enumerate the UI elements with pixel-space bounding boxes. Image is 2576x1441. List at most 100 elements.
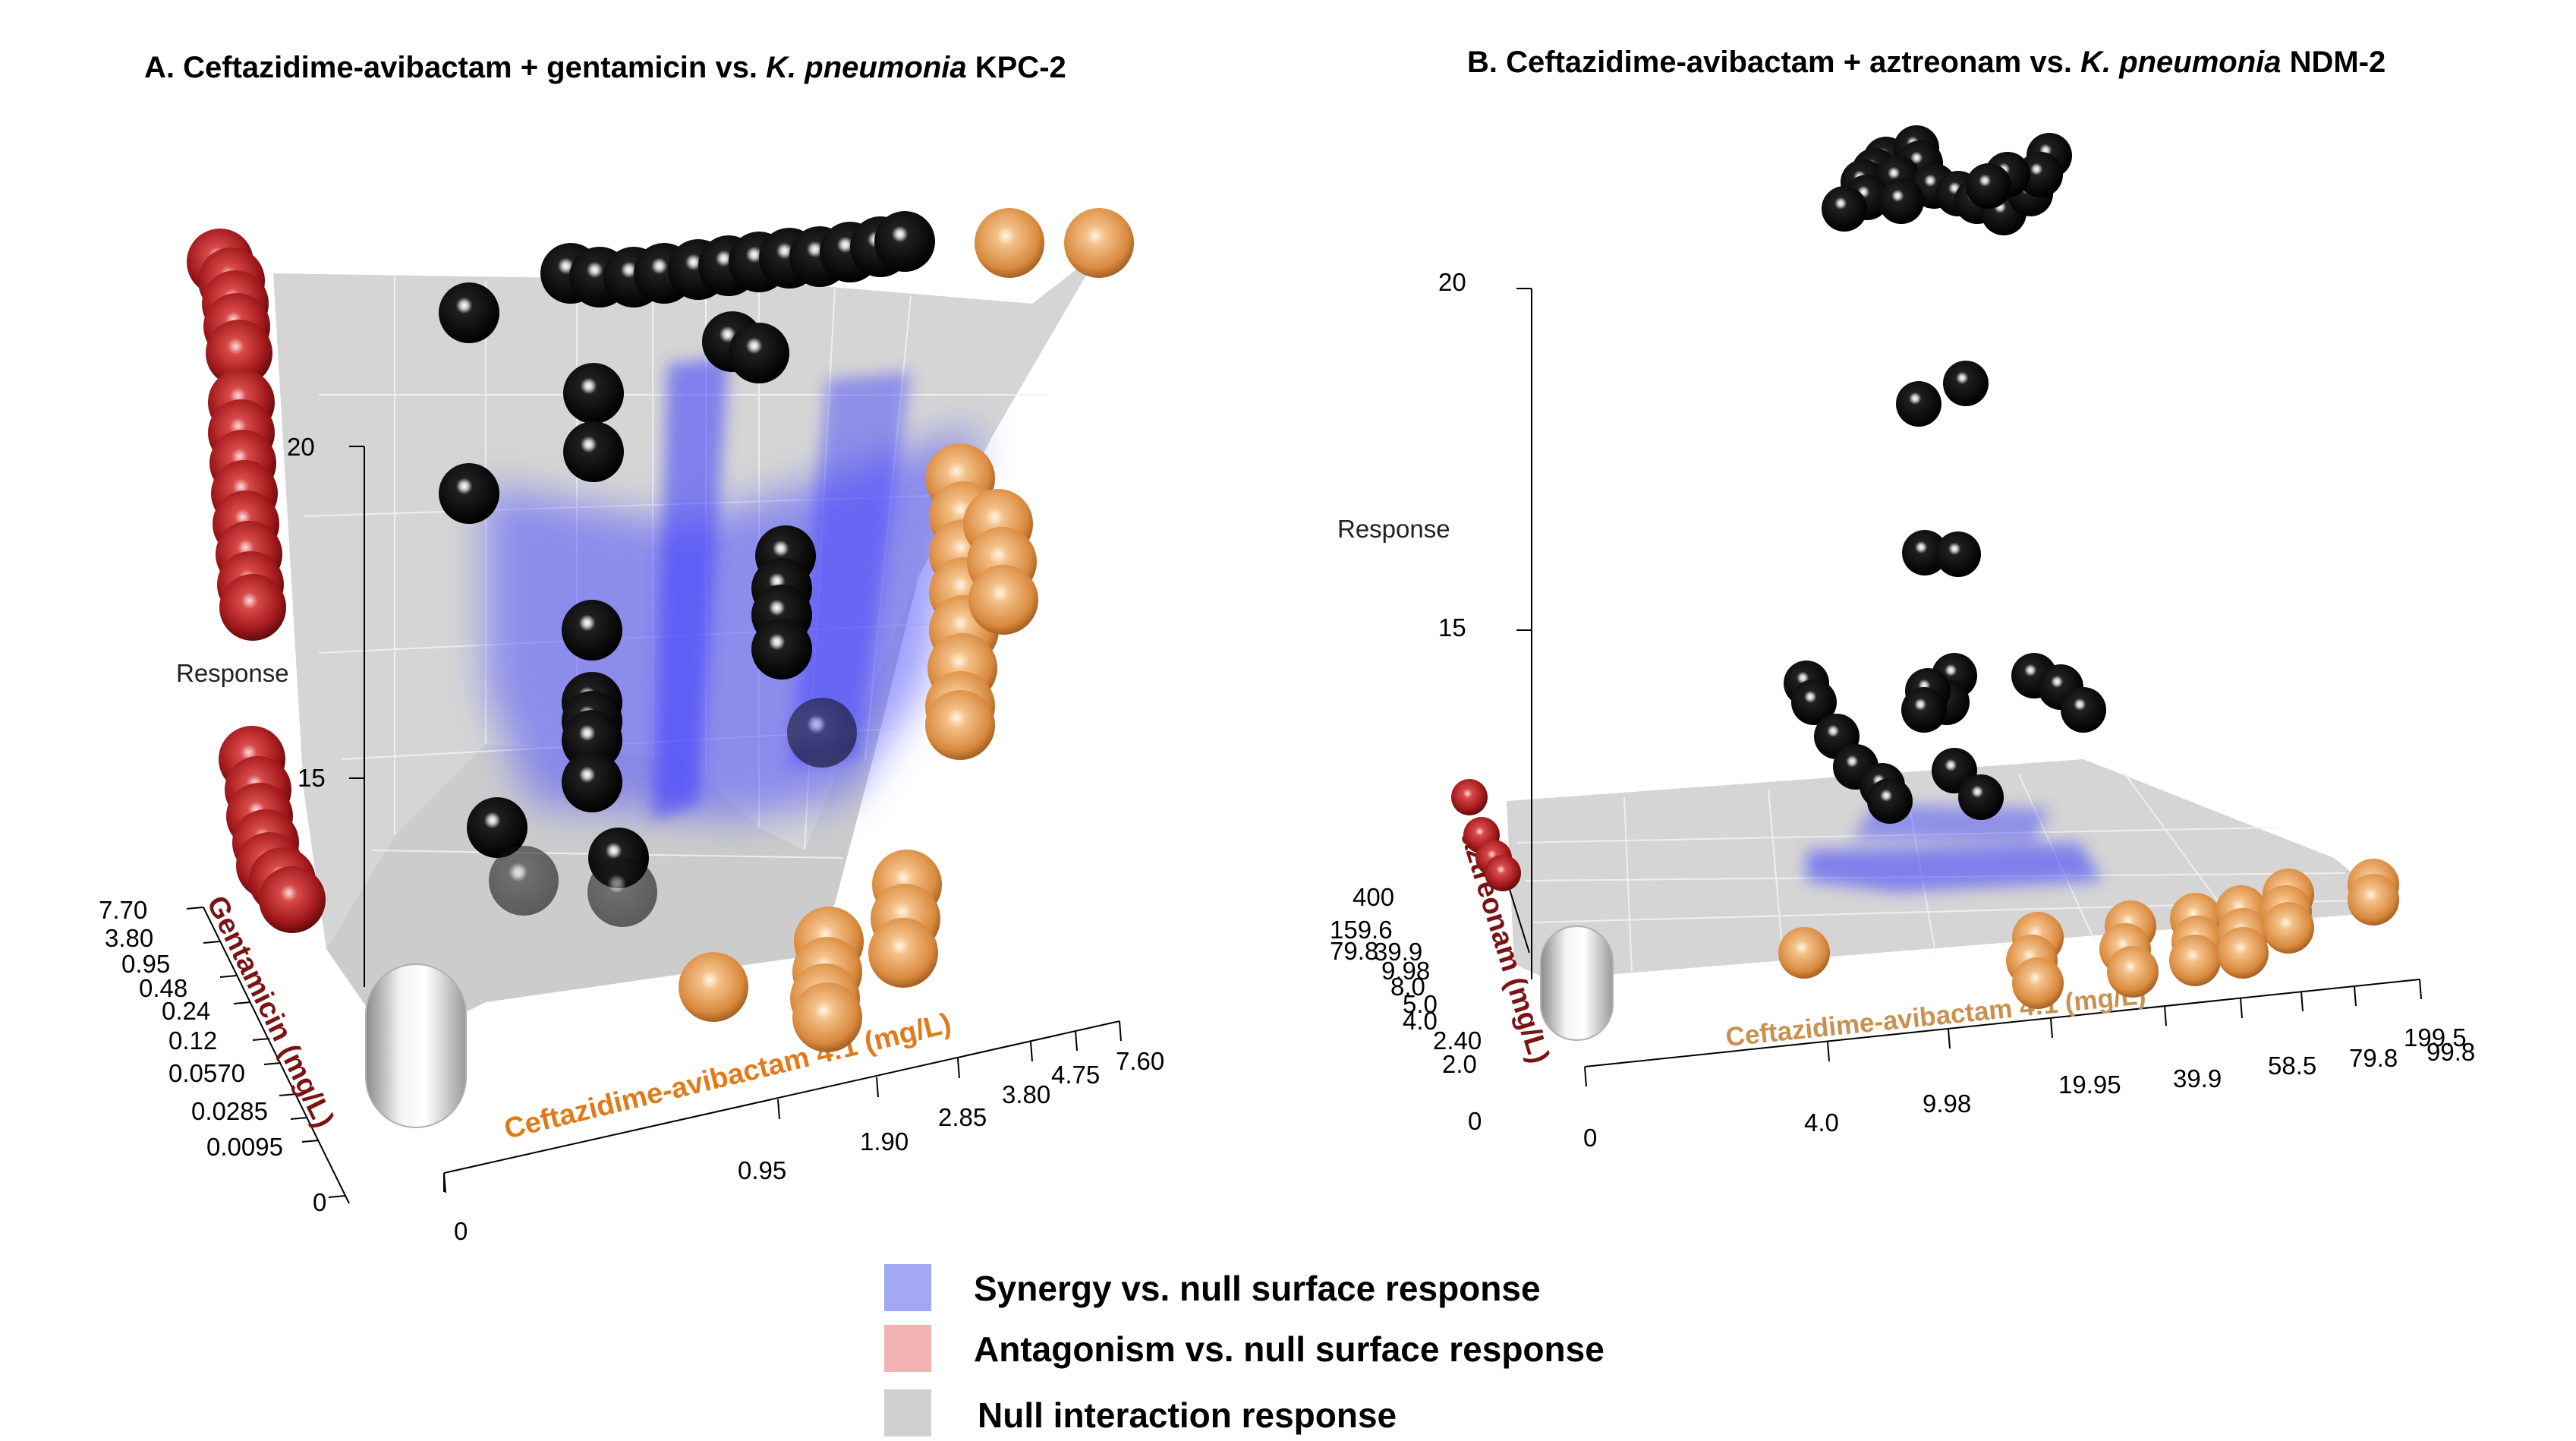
- panel-a-combination-points: [439, 211, 935, 927]
- panel-a-title-part1: A. Ceftazidime-avibactam + gentamicin vs…: [144, 51, 766, 84]
- panel-b-combination-point: [1958, 774, 2004, 820]
- panel-a-y-tick: 0.0570: [168, 1059, 245, 1087]
- panel-a-surface-front: [326, 577, 918, 1048]
- panel-b-x-tick: 4.0: [1804, 1108, 1839, 1137]
- panel-b-aztreonam-alone-points: [1451, 779, 1521, 891]
- panel-b-x-label: Ceftazidime-avibactam 4:1 (mg/L): [1724, 980, 2147, 1052]
- panel-a-control-capsule: [365, 963, 467, 1128]
- panel-b-z-label: Response: [1337, 515, 1450, 543]
- panel-a-y-tick-mark: [252, 1038, 270, 1041]
- panel-b-combination-point: [1902, 530, 1948, 575]
- panel-a-combination-point: [562, 710, 622, 771]
- panel-a-x-tick: 3.80: [1002, 1080, 1050, 1108]
- panel-b-y-tick: 2.0: [1442, 1050, 1477, 1078]
- panel-a-x-tick: 1.90: [860, 1127, 909, 1156]
- panel-a-y-tick-mark: [279, 1093, 297, 1096]
- panel-b-y-tick: 4.0: [1403, 1007, 1438, 1035]
- legend-label: Null interaction response: [978, 1395, 1397, 1435]
- panel-b-y-tick: 39.9: [1374, 938, 1422, 966]
- panel-a-ceftazidime-alone-points: [679, 208, 1134, 1052]
- panel-b-control-point: [1540, 925, 1614, 1041]
- panel-a-y-tick: 0.48: [139, 974, 187, 1002]
- panel-a-ceftazidime-alone-point: [792, 982, 862, 1052]
- panel-a-y-tick: 0.12: [168, 1026, 217, 1055]
- panel-a-combination-point: [751, 619, 812, 680]
- panel-b-x-tick: 58.5: [2268, 1052, 2316, 1080]
- panel-a-y-tick: 0: [313, 1188, 326, 1216]
- panel-b-ceftazidime-alone-point: [1778, 927, 1830, 979]
- panel-a-gentamicin-alone-point: [219, 574, 286, 641]
- legend-item: Antagonism vs. null surface response: [884, 1325, 1604, 1372]
- panel-b-z-tick-15: 15: [1438, 613, 1466, 642]
- panel-a-y-axis: [203, 907, 350, 1204]
- panel-b-combination-point: [1878, 178, 1924, 224]
- legend: Synergy vs. null surface response Antago…: [884, 1264, 1604, 1436]
- panel-b-aztreonam-alone-point: [1451, 779, 1488, 815]
- panel-b-combination-point: [2017, 152, 2063, 197]
- panel-a-x-tick-mark: [1030, 1041, 1033, 1062]
- panel-a-x-tick-mark: [876, 1077, 879, 1098]
- panel-b-combination-point: [1791, 680, 1837, 725]
- panel-b-y-tick: 159.6: [1330, 916, 1393, 944]
- panel-b-x-tick: 79.8: [2349, 1044, 2398, 1072]
- panel-b-combination-point: [2061, 687, 2106, 733]
- panel-a-combination-point: [729, 323, 789, 383]
- panel-b-ceftazidime-alone-point: [2217, 927, 2269, 979]
- panel-b-axes: [1488, 288, 2420, 1067]
- panel-b-title-part1: B. Ceftazidime-avibactam + aztreonam vs.: [1467, 46, 2080, 79]
- panel-b-combination-point: [1822, 186, 1867, 232]
- panel-a-title-part3: KPC-2: [967, 51, 1066, 84]
- panel-b-y-tick: 5.0: [1403, 990, 1438, 1018]
- panel-b-x-tick: 39.9: [2173, 1064, 2222, 1093]
- panel-a-z-axis: [349, 446, 365, 987]
- panel-b-y-tick: 0: [1468, 1107, 1482, 1135]
- panel-a-combination-point: [439, 282, 499, 343]
- panel-b-aztreonam-alone-point: [1485, 855, 1521, 891]
- panel-a: A. Ceftazidime-avibactam + gentamicin vs…: [99, 51, 1164, 1245]
- panel-a-combination-point: [874, 211, 935, 272]
- panel-a-y-tick-mark: [328, 1195, 346, 1198]
- panel-b-x-tick: 9.98: [1923, 1089, 1971, 1118]
- panel-b: B. Ceftazidime-avibactam + aztreonam vs.…: [1330, 46, 2475, 1152]
- panel-b-y-tick: 400: [1353, 883, 1394, 911]
- legend-label: Antagonism vs. null surface response: [974, 1329, 1604, 1369]
- panel-b-x-tick-mark: [2300, 991, 2304, 1012]
- panel-a-combination-point: [787, 698, 857, 768]
- panel-a-gentamicin-alone-point: [206, 320, 272, 386]
- panel-a-combination-point: [563, 363, 624, 424]
- panel-a-x-tick-mark: [1119, 1020, 1122, 1042]
- panel-a-control-point: [365, 963, 467, 1128]
- panel-b-combination-points: [1784, 125, 2106, 824]
- panel-b-x-tick-mark: [2240, 998, 2243, 1019]
- panel-a-y-tick-mark: [233, 1001, 251, 1004]
- panel-b-control-capsule: [1540, 925, 1614, 1041]
- legend-swatch-synergy: [884, 1264, 931, 1311]
- panel-a-y-tick: 0.0095: [206, 1133, 283, 1161]
- panel-b-x-tick-mark: [1584, 1066, 1587, 1087]
- panel-a-x-tick: 4.75: [1051, 1061, 1100, 1089]
- panel-a-z-label: Response: [176, 659, 289, 687]
- panel-b-combination-point: [1867, 778, 1913, 824]
- panel-a-combination-point: [562, 600, 622, 661]
- panel-a-ceftazidime-alone-point: [975, 208, 1044, 278]
- legend-item: Null interaction response: [884, 1389, 1397, 1436]
- panel-a-y-tick-mark: [263, 1062, 282, 1065]
- panel-b-combination-point: [1943, 361, 1989, 406]
- panel-a-x-tick: 0.95: [738, 1156, 786, 1184]
- panel-a-ceftazidime-alone-point: [868, 918, 938, 988]
- panel-b-y-tick: 8.0: [1390, 973, 1425, 1001]
- panel-a-y-tick: 0.0285: [191, 1097, 268, 1125]
- panel-a-gentamicin-alone-point: [259, 866, 326, 933]
- legend-label: Synergy vs. null surface response: [974, 1269, 1541, 1308]
- legend-item: Synergy vs. null surface response: [884, 1264, 1541, 1311]
- panel-a-combination-point: [562, 752, 622, 812]
- panel-a-ceftazidime-alone-point: [679, 952, 748, 1022]
- panel-a-combination-point: [467, 797, 527, 858]
- panel-a-y-tick-mark: [186, 907, 204, 910]
- panel-a-title-organism: K. pneumonia: [766, 51, 966, 84]
- panel-b-x-tick-mark: [2164, 1005, 2167, 1026]
- panel-a-x-tick: 7.60: [1116, 1047, 1164, 1075]
- panel-b-x-tick-mark: [2354, 985, 2357, 1007]
- panel-b-ceftazidime-alone-point: [2012, 957, 2064, 1009]
